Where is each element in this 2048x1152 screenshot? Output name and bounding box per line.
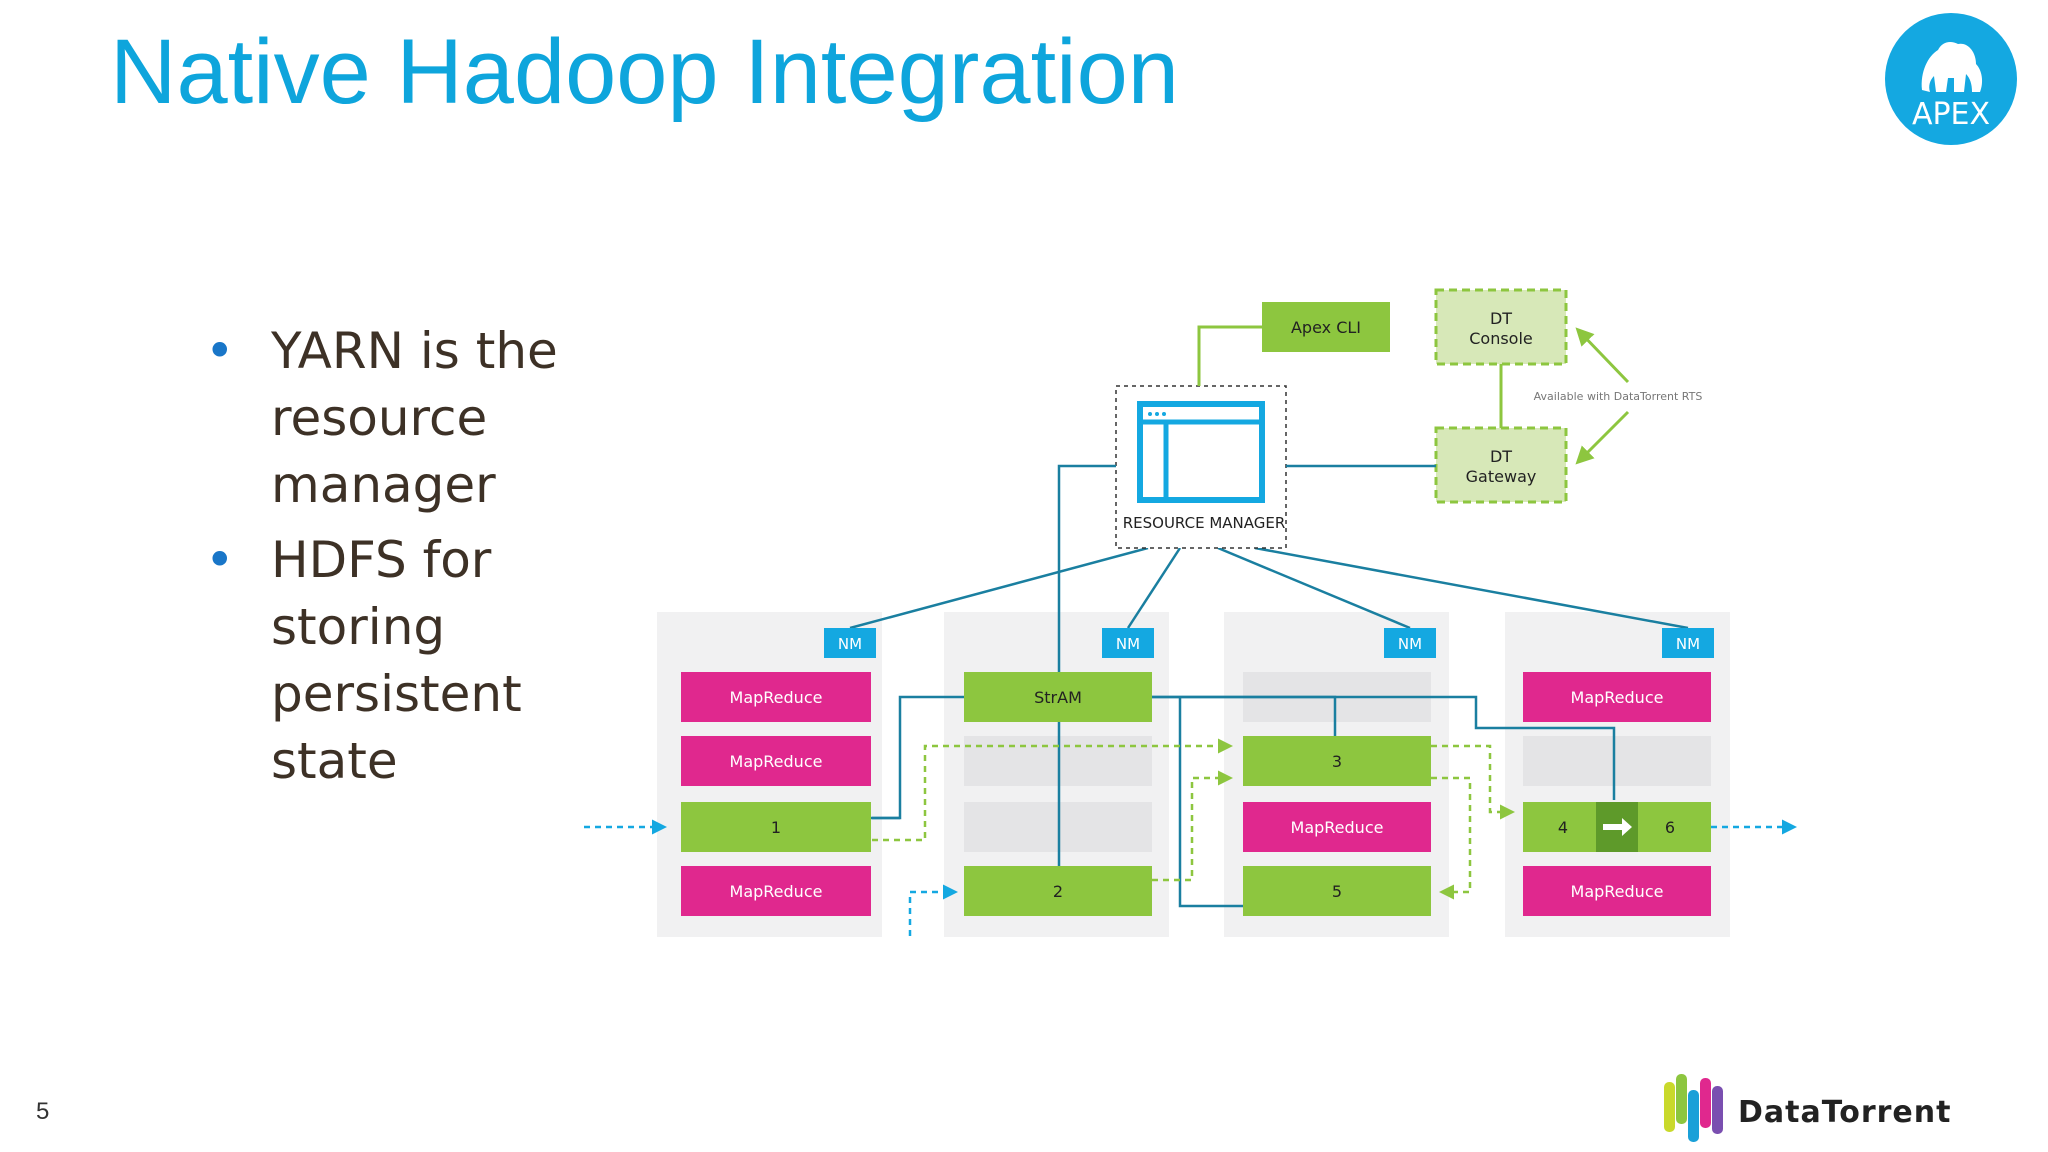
nm-label: NM	[1398, 635, 1422, 653]
nm-label: NM	[1676, 635, 1700, 653]
operator-label: 5	[1332, 882, 1342, 901]
rts-arrows	[1575, 327, 1630, 465]
dt-gateway-label: Gateway	[1466, 467, 1537, 486]
rm-nm-links	[849, 546, 1689, 630]
bullet-icon: •	[205, 531, 235, 589]
operator-label: 3	[1332, 752, 1342, 771]
datatorrent-wordmark: DataTorrent	[1738, 1095, 1951, 1130]
operator-3	[1243, 736, 1431, 786]
io-flow-links	[584, 819, 1797, 936]
dt-console-label: Console	[1469, 329, 1533, 348]
dt-console-label: DT	[1490, 309, 1512, 328]
operator-1	[681, 802, 871, 852]
right-arrow-icon	[1603, 818, 1632, 836]
dt-gateway-label: DT	[1490, 447, 1512, 466]
nm-badge	[1662, 628, 1714, 658]
nm-badge	[1102, 628, 1154, 658]
nm-badge	[824, 628, 876, 658]
stram-label: StrAM	[1034, 688, 1082, 707]
mapreduce-container	[681, 736, 871, 786]
operator-2	[964, 866, 1152, 916]
apex-logo-circle-icon	[1885, 13, 2017, 145]
mapreduce-container	[1523, 672, 1711, 722]
dt-console-box	[1434, 288, 1568, 366]
mapreduce-label: MapReduce	[730, 688, 823, 707]
mapreduce-container	[681, 866, 871, 916]
bullet-text: HDFS for storing persistent state	[271, 531, 522, 790]
slide-title: Native Hadoop Integration	[110, 21, 1179, 123]
data-flow-links	[872, 738, 1515, 900]
mapreduce-label: MapReduce	[1291, 818, 1384, 837]
resource-manager-label: RESOURCE MANAGER	[1123, 514, 1286, 532]
nm-label: NM	[1116, 635, 1140, 653]
apex-cli-box	[1262, 302, 1390, 352]
apex-cli-label: Apex CLI	[1291, 318, 1361, 337]
mapreduce-label: MapReduce	[1571, 688, 1664, 707]
cli-link	[1197, 325, 1262, 386]
operator-label: 4	[1558, 818, 1568, 837]
mapreduce-label: MapReduce	[730, 882, 823, 901]
rts-note: Available with DataTorrent RTS	[1534, 390, 1703, 403]
mapreduce-label: MapReduce	[1571, 882, 1664, 901]
mapreduce-label: MapReduce	[730, 752, 823, 771]
bullet-text: YARN is the resource manager	[271, 322, 558, 514]
resource-manager-icon	[1137, 401, 1265, 503]
operator-label: 2	[1053, 882, 1063, 901]
operator-label: 1	[771, 818, 781, 837]
operator-5	[1243, 866, 1431, 916]
stram-container	[964, 672, 1152, 722]
apex-logo: APEX	[1885, 13, 2017, 145]
datatorrent-logo: DataTorrent	[1664, 1074, 1951, 1142]
datatorrent-mark-icon	[1664, 1074, 1723, 1142]
bullet-icon: •	[205, 322, 235, 380]
mapreduce-container	[1523, 866, 1711, 916]
rm-stram-link	[1057, 464, 1116, 672]
bullet-item: • YARN is the resource manager	[205, 318, 571, 519]
mapreduce-container	[1243, 802, 1431, 852]
slide-number: 5	[36, 1098, 50, 1125]
gorilla-icon	[1921, 42, 1983, 92]
mapreduce-container	[681, 672, 871, 722]
bullet-list: • YARN is the resource manager • HDFS for …	[205, 318, 571, 803]
empty-slot	[1523, 736, 1711, 786]
nm-badge	[1384, 628, 1436, 658]
operator-label: 6	[1665, 818, 1675, 837]
nm-label: NM	[838, 635, 862, 653]
apex-logo-text: APEX	[1912, 97, 1990, 132]
bullet-item: • HDFS for storing persistent state	[205, 527, 571, 795]
